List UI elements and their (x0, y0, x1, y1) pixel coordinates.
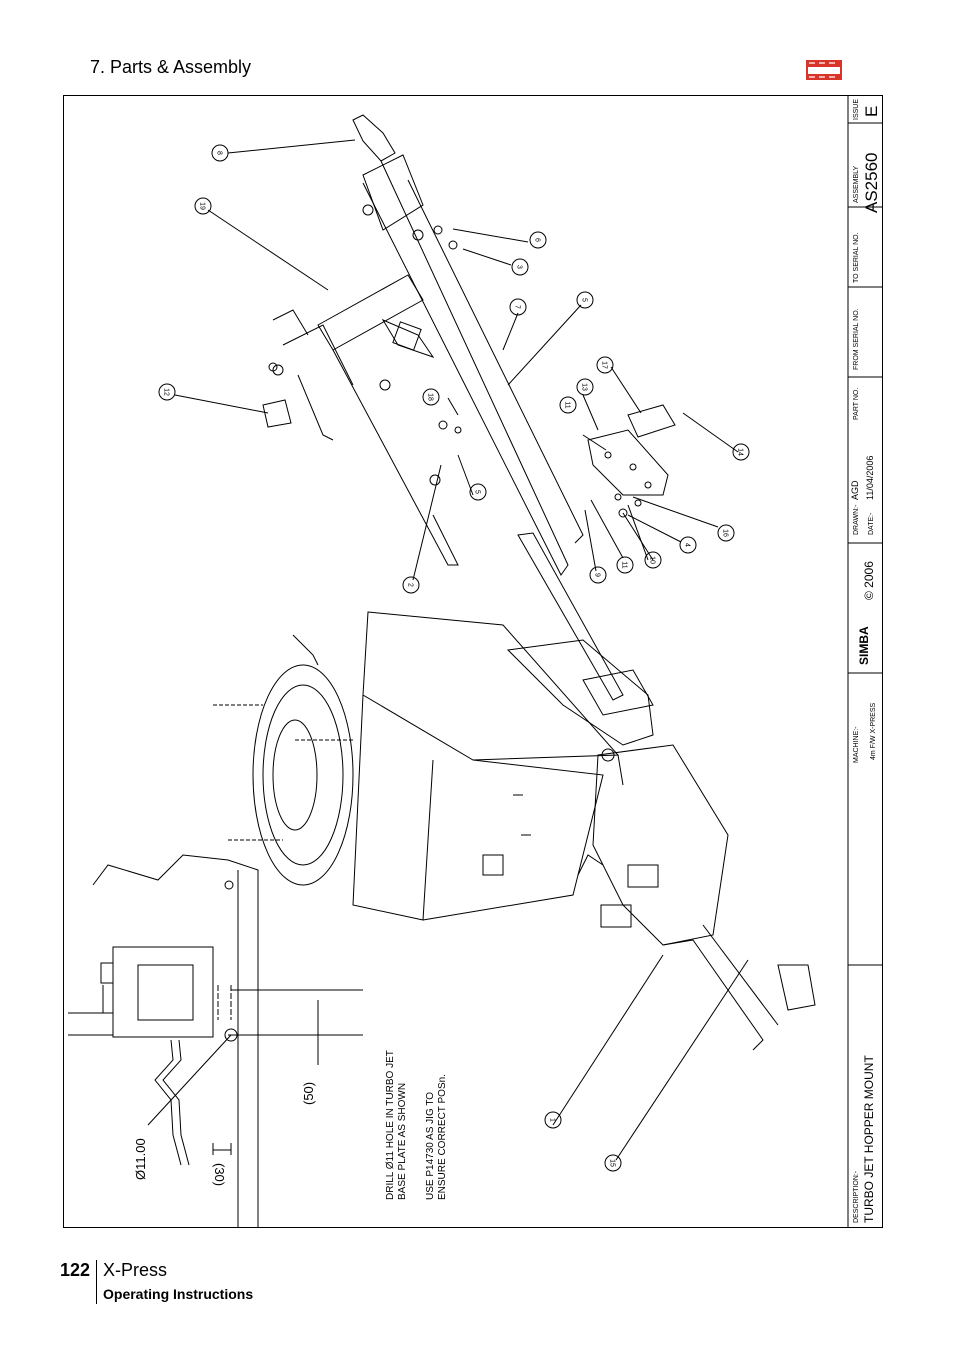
description-label: DESCRIPTION:- (853, 1170, 860, 1223)
callout-5b: 5 (474, 490, 481, 494)
callout-2: 2 (407, 583, 414, 587)
note-line-3: USE P14730 AS JIG TO (425, 1092, 436, 1200)
detail-view (68, 854, 363, 1228)
callout-12: 12 (163, 388, 170, 396)
hopper (213, 611, 624, 921)
callout-13: 13 (581, 383, 588, 391)
from-serial-label: FROM SERIAL NO. (853, 308, 860, 370)
assembly-label: ASSEMBLY (853, 165, 860, 203)
title-brand: SIMBA (857, 626, 871, 665)
to-serial-label: TO SERIAL NO. (853, 232, 860, 283)
date-value: 11/04/2006 (865, 456, 875, 500)
callout-4: 4 (684, 543, 691, 547)
callout-11a: 11 (564, 401, 571, 408)
issue-value: E (862, 106, 881, 117)
simba-logo (806, 60, 842, 80)
page-number: 122 (60, 1260, 91, 1280)
note-line-4: ENSURE CORRECT POSn. (437, 1074, 448, 1200)
machine-label: MACHINE:- (853, 726, 860, 763)
callout-15: 15 (609, 1159, 616, 1167)
callout-3: 3 (516, 265, 523, 269)
callout-7: 7 (514, 305, 521, 309)
product-name: X-Press (103, 1260, 168, 1280)
callout-11b: 11 (621, 561, 628, 568)
assembly-number: AS2560 (862, 153, 881, 214)
hole-diameter: Ø11.00 (133, 1138, 148, 1180)
footer-separator (96, 1260, 97, 1304)
dimension-30: (30) (212, 1163, 227, 1186)
parts-drawing: 8 19 6 3 12 7 5 18 5 2 11 13 17 14 16 4 … (68, 95, 883, 1228)
callout-9: 9 (594, 573, 601, 577)
callout-10: 10 (649, 556, 656, 564)
title-block (847, 95, 883, 1228)
callout-circles (158, 144, 750, 1172)
date-label: DATE:- (868, 512, 875, 535)
callout-16: 16 (722, 529, 729, 537)
callout-1: 1 (549, 1118, 556, 1122)
machine-value: 4m F/W X-PRESS (870, 702, 877, 760)
document-subtitle: Operating Instructions (103, 1286, 254, 1302)
callout-14: 14 (737, 448, 744, 456)
drawn-label: DRAWN:- (853, 504, 860, 535)
dimension-50: (50) (301, 1082, 316, 1105)
callout-6: 6 (534, 238, 541, 242)
main-frame (268, 114, 584, 666)
part-no-label: PART NO. (853, 388, 860, 420)
description-value: TURBO JET HOPPER MOUNT (862, 1055, 876, 1223)
note-line-2: BASE PLATE AS SHOWN (397, 1083, 408, 1200)
mounting-plate (262, 225, 676, 518)
drawn-value: AGD (850, 480, 860, 500)
callout-18: 18 (427, 393, 434, 401)
drawing-frame (63, 95, 883, 1228)
callout-5a: 5 (581, 298, 588, 302)
note-line-1: DRILL Ø11 HOLE IN TURBO JET (385, 1050, 396, 1200)
turbo-jet-unit (482, 532, 816, 1051)
section-title: 7. Parts & Assembly (90, 57, 252, 77)
leader-lines (174, 139, 749, 1161)
issue-label: ISSUE (853, 99, 860, 120)
copyright: © 2006 (862, 561, 876, 600)
callout-17: 17 (601, 361, 608, 369)
callout-8: 8 (216, 151, 223, 155)
callout-19: 19 (199, 202, 206, 210)
